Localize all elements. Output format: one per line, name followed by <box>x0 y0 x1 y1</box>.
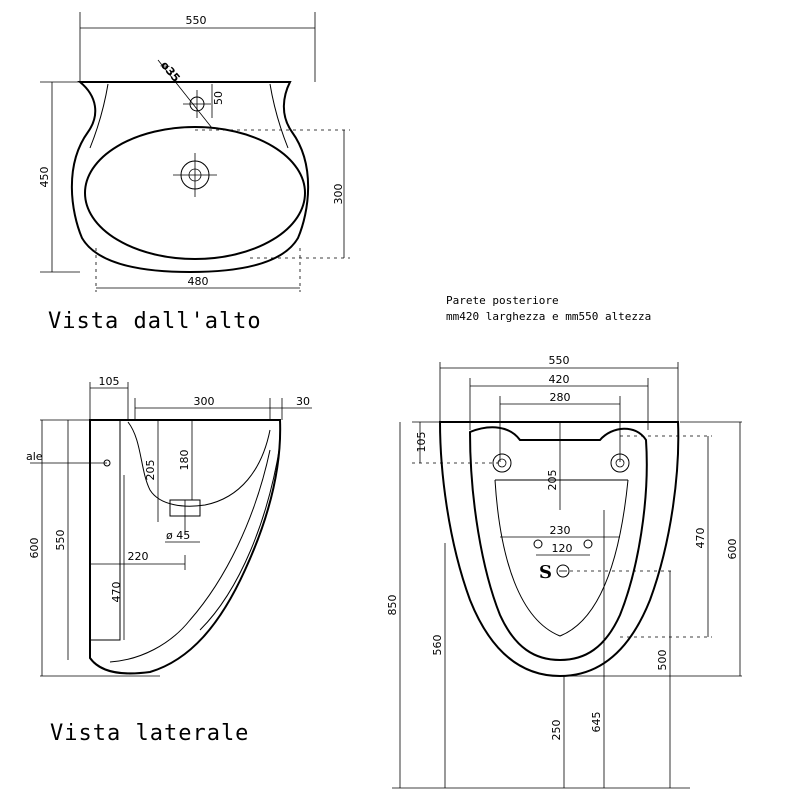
back-dim-105: 105 <box>415 432 428 453</box>
side-view-bowl <box>127 421 271 507</box>
top-view-inner-rim <box>89 83 109 149</box>
side-dim-d45: ø 45 <box>166 529 190 542</box>
side-dim-30: 30 <box>296 395 310 408</box>
back-dim-250: 250 <box>550 720 563 741</box>
top-dim-450: 450 <box>38 167 51 188</box>
back-view: Parete posteriore mm420 larghezza e mm55… <box>386 294 742 789</box>
side-dim-470: 470 <box>110 582 123 603</box>
side-dim-300: 300 <box>194 395 215 408</box>
mount-hole-left-icon <box>492 453 512 473</box>
back-dim-500: 500 <box>656 650 669 671</box>
side-dim-105: 105 <box>99 375 120 388</box>
top-view-inner-rim-right <box>269 83 289 149</box>
tap-hole-icon <box>157 59 213 129</box>
back-dim-645: 645 <box>590 712 603 733</box>
drain-icon <box>173 153 217 197</box>
back-dim-420: 420 <box>549 373 570 386</box>
back-dim-280: 280 <box>550 391 571 404</box>
top-dim-300: 300 <box>332 184 345 205</box>
top-dim-diameter: ø35 <box>158 59 183 85</box>
side-dim-600: 600 <box>28 538 41 559</box>
back-dim-230: 230 <box>550 524 571 537</box>
back-s-label: S <box>539 562 552 583</box>
waste-outlet-icon <box>556 564 570 578</box>
top-view-outline <box>70 81 310 274</box>
top-view: 550 ø35 50 450 300 480 Vista dall'alto <box>38 12 350 334</box>
side-view-wall-plate <box>89 419 121 641</box>
top-dim-480: 480 <box>188 275 209 288</box>
side-view: 105 300 30 ale 205 180 ø 45 220 600 550 … <box>26 375 312 746</box>
back-dim-470: 470 <box>694 528 707 549</box>
side-partial-label: ale <box>26 450 43 463</box>
back-dim-850: 850 <box>386 595 399 616</box>
top-dim-550: 550 <box>186 14 207 27</box>
top-view-bowl <box>84 126 306 260</box>
side-view-outline <box>89 419 282 675</box>
back-note-line2: mm420 larghezza e mm550 altezza <box>446 310 651 323</box>
back-dim-550: 550 <box>549 354 570 367</box>
back-dim-120: 120 <box>552 542 573 555</box>
back-dim-205: 205 <box>546 470 559 491</box>
side-dim-205: 205 <box>144 460 157 481</box>
side-dim-550: 550 <box>54 530 67 551</box>
back-view-inner <box>468 426 648 662</box>
top-dim-50: 50 <box>212 91 225 105</box>
side-view-caption: Vista laterale <box>50 721 249 746</box>
top-view-caption: Vista dall'alto <box>48 309 262 334</box>
back-note-line1: Parete posteriore <box>446 294 559 307</box>
back-dim-560: 560 <box>431 635 444 656</box>
back-dim-600: 600 <box>726 539 739 560</box>
side-dim-220: 220 <box>128 550 149 563</box>
side-dim-180: 180 <box>178 450 191 471</box>
